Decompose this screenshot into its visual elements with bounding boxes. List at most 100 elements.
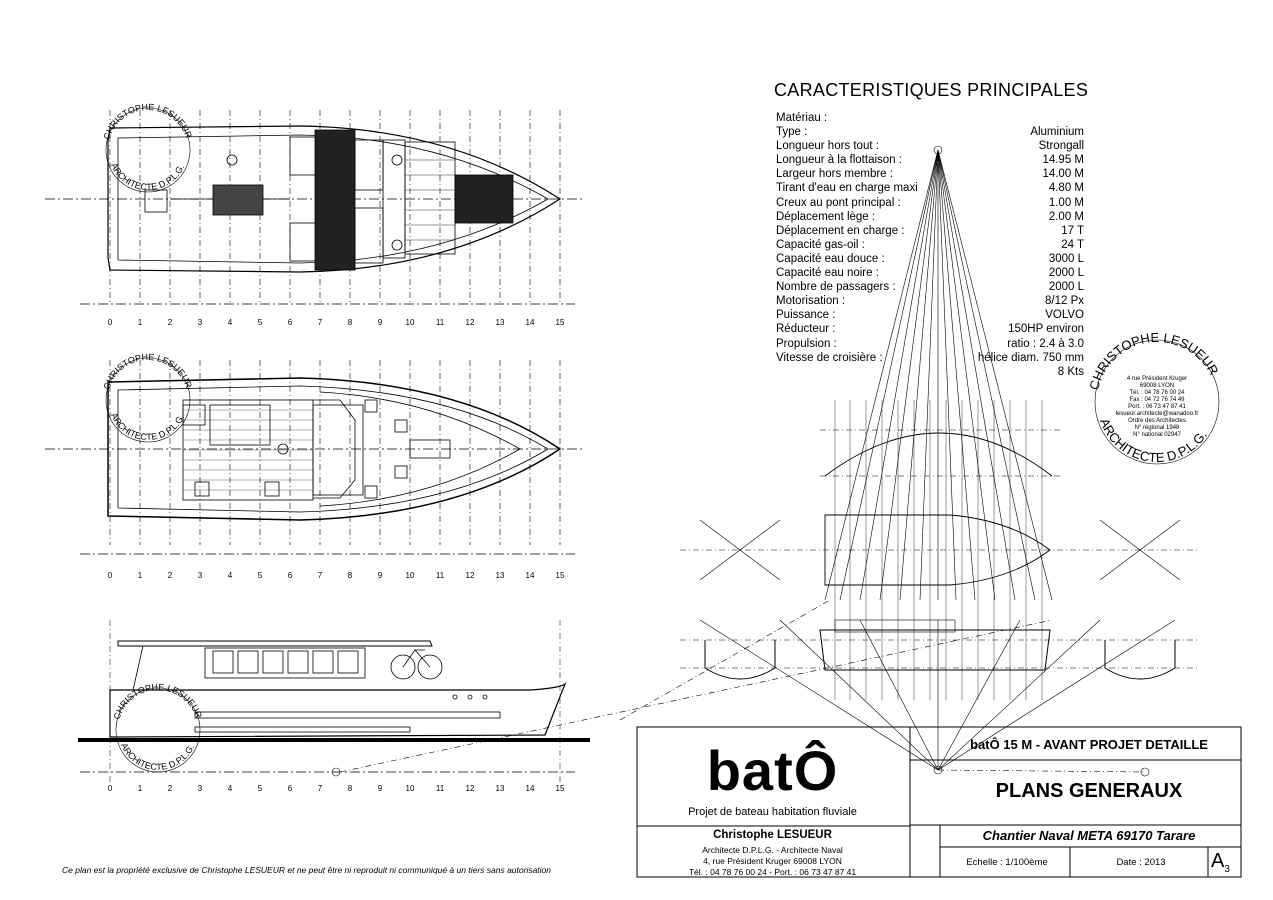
spec-value: Aluminium (1030, 126, 1084, 139)
spec-row: Longueur à la flottaison : 14.95 M (776, 153, 1084, 167)
svg-text:4 rue Président Kruger: 4 rue Président Kruger (1127, 376, 1187, 382)
svg-text:Fax : 04 72 76 74 49: Fax : 04 72 76 74 49 (1129, 397, 1185, 403)
spec-label: Nombre de passagers : (776, 281, 896, 294)
author-line: Architecte D.P.L.G. - Architecte Naval (702, 845, 843, 855)
svg-text:CHRISTOPHE LESUEUR: CHRISTOPHE LESUEUR (102, 102, 195, 141)
spec-label: Déplacement lège : (776, 210, 876, 223)
axis-tick: 2 (168, 784, 173, 793)
spec-row: Capacité gas-oil :24 T (776, 238, 1084, 252)
axis-tick: 2 (168, 318, 173, 327)
project-subtitle: Projet de bateau habitation fluviale (688, 806, 857, 818)
spec-value: 14.95 M (1042, 154, 1084, 167)
axis-tick: 7 (318, 318, 323, 327)
axis-tick: 5 (258, 571, 263, 580)
spec-row: Déplacement lège :2.00 M (776, 210, 1084, 224)
axis-tick: 14 (526, 784, 535, 793)
spec-label: Propulsion : (776, 337, 837, 350)
spec-label: Tirant d'eau en charge maxi (776, 182, 918, 195)
svg-text:ARCHITECTE D.P.L.G.: ARCHITECTE D.P.L.G. (109, 161, 186, 192)
spec-value: Strongall (1038, 140, 1084, 153)
spec-row: Nombre de passagers : 2000 L (776, 280, 1084, 294)
axis-tick: 7 (318, 571, 323, 580)
spec-row: Capacité eau douce : 3000 L (776, 252, 1084, 266)
axis-tick: 8 (348, 571, 353, 580)
axis-tick: 6 (288, 784, 293, 793)
axis-tick: 8 (348, 784, 353, 793)
spec-value: ratio : 2.4 à 3.0 (1007, 337, 1084, 350)
spec-row: Type : Aluminium (776, 125, 1084, 139)
hull-profile (109, 682, 567, 738)
spec-row: Vitesse de croisière :hélice diam. 750 m… (776, 351, 1084, 365)
spec-label: Largeur hors membre : (776, 168, 893, 181)
author-name: Christophe LESUEUR (713, 829, 832, 841)
axis-tick: 6 (288, 571, 293, 580)
axis-tick: 1 (138, 571, 143, 580)
spec-label: Vitesse de croisière : (776, 351, 883, 364)
spec-value: 8 Kts (1057, 365, 1084, 378)
body-plan-fan (699, 149, 1176, 771)
axis-tick: 0 (108, 571, 113, 580)
spec-label: Creux au pont principal : (776, 196, 901, 209)
axis-tick: 4 (228, 318, 233, 327)
svg-text:69008 LYON: 69008 LYON (1140, 383, 1174, 389)
svg-text:lesueur.architecte@wanadoo.fr: lesueur.architecte@wanadoo.fr (1116, 411, 1199, 417)
copyright-note: Ce plan est la propriété exclusive de Ch… (62, 865, 552, 875)
axis-tick: 1 (138, 784, 143, 793)
spec-value: 2000 L (1048, 281, 1084, 294)
spec-label: Type : (776, 126, 808, 139)
svg-text:Ordre des Architectes: Ordre des Architectes (1128, 418, 1186, 424)
specs-title: CARACTERISTIQUES PRINCIPALES (774, 80, 1089, 100)
spec-row: Motorisation :8/12 Px (776, 294, 1084, 308)
axis-tick: 15 (556, 784, 565, 793)
spec-label: Longueur à la flottaison : (776, 154, 902, 167)
axis-tick: 9 (378, 784, 383, 793)
axis-tick: 0 (108, 318, 113, 327)
axis-tick: 4 (228, 571, 233, 580)
axis-tick: 10 (406, 784, 415, 793)
spec-label: Puissance : (776, 309, 836, 322)
profile-view (78, 620, 590, 785)
spec-label: Longueur hors tout : (776, 140, 879, 153)
spec-label: Réducteur : (776, 323, 836, 336)
spec-value: 2000 L (1048, 267, 1084, 280)
bato-logo: batÔ (706, 739, 839, 802)
axis-tick: 11 (436, 571, 445, 580)
sheet-title: PLANS GENERAUX (995, 780, 1183, 802)
axis-tick: 6 (288, 318, 293, 327)
spec-value: 17 T (1061, 224, 1084, 237)
svg-text:ARCHITECTE D.P.L.G.: ARCHITECTE D.P.L.G. (119, 741, 196, 772)
spec-row: 8 Kts (776, 365, 1084, 379)
interior-plan-view (45, 360, 585, 555)
svg-text:CHRISTOPHE LESUEUR: CHRISTOPHE LESUEUR (102, 352, 195, 391)
axis-tick: 15 (556, 318, 565, 327)
axis-tick: 5 (258, 318, 263, 327)
spec-value: VOLVO (1045, 309, 1084, 322)
author-line: Tél. : 04 78 76 00 24 - Port. : 06 73 47… (688, 867, 857, 877)
axis-tick: 10 (406, 571, 415, 580)
spec-row: Matériau : (776, 111, 1084, 125)
axis-tick: 10 (406, 318, 415, 327)
axis-tick: 8 (348, 318, 353, 327)
axis-tick: 13 (496, 571, 505, 580)
svg-text:CHRISTOPHE LESUEUR: CHRISTOPHE LESUEUR (112, 682, 205, 721)
svg-text:N° national 02947: N° national 02947 (1133, 432, 1181, 438)
spec-value: 3000 L (1048, 252, 1084, 265)
spec-label: Déplacement en charge : (776, 224, 905, 237)
spec-row: Propulsion : ratio : 2.4 à 3.0 (776, 337, 1084, 351)
svg-text:N° régional 1948: N° régional 1948 (1135, 425, 1180, 431)
spec-row: Largeur hors membre :14.00 M (776, 167, 1084, 181)
spec-row: Réducteur : 150HP environ (776, 322, 1084, 336)
axis-tick: 2 (168, 571, 173, 580)
lines-plan-view (331, 145, 1200, 777)
axis-tick: 12 (466, 318, 475, 327)
axis-tick: 13 (496, 318, 505, 327)
axis-tick: 0 (108, 784, 113, 793)
spec-label: Capacité eau douce : (776, 252, 885, 265)
spec-label: Motorisation : (776, 295, 846, 308)
axis-tick: 7 (318, 784, 323, 793)
spec-value: 150HP environ (1008, 323, 1084, 336)
svg-text:Tél. : 04 78 76 00 24: Tél. : 04 78 76 00 24 (1129, 390, 1185, 396)
